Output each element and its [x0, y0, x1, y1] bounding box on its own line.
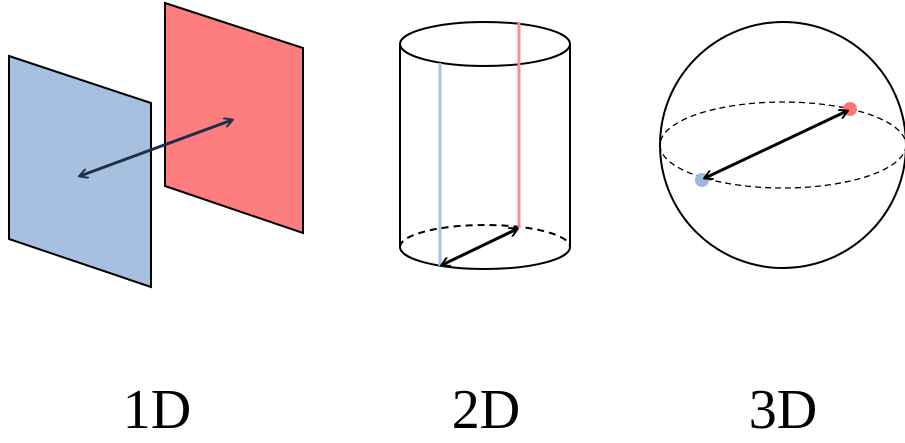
panel-label-1d: 1D	[122, 379, 192, 441]
cylinder-bottom-back	[399, 224, 571, 248]
sphere-outline	[659, 21, 905, 269]
red-dot	[843, 102, 857, 116]
red-plane	[164, 1, 304, 235]
cylinder-bottom-front	[399, 246, 571, 270]
panel-label-3d: 3D	[748, 379, 818, 441]
panel-1d	[8, 1, 304, 289]
cylinder-top	[399, 21, 571, 67]
arrow-2d	[442, 229, 517, 265]
panel-label-2d: 2D	[451, 379, 521, 441]
blue-dot	[695, 173, 709, 187]
blue-plane	[8, 54, 152, 289]
arrow-1d	[80, 120, 232, 176]
arrow-3d	[705, 111, 847, 178]
panel-3d	[659, 21, 905, 269]
sphere-equator	[659, 101, 905, 189]
panel-2d	[399, 21, 571, 270]
